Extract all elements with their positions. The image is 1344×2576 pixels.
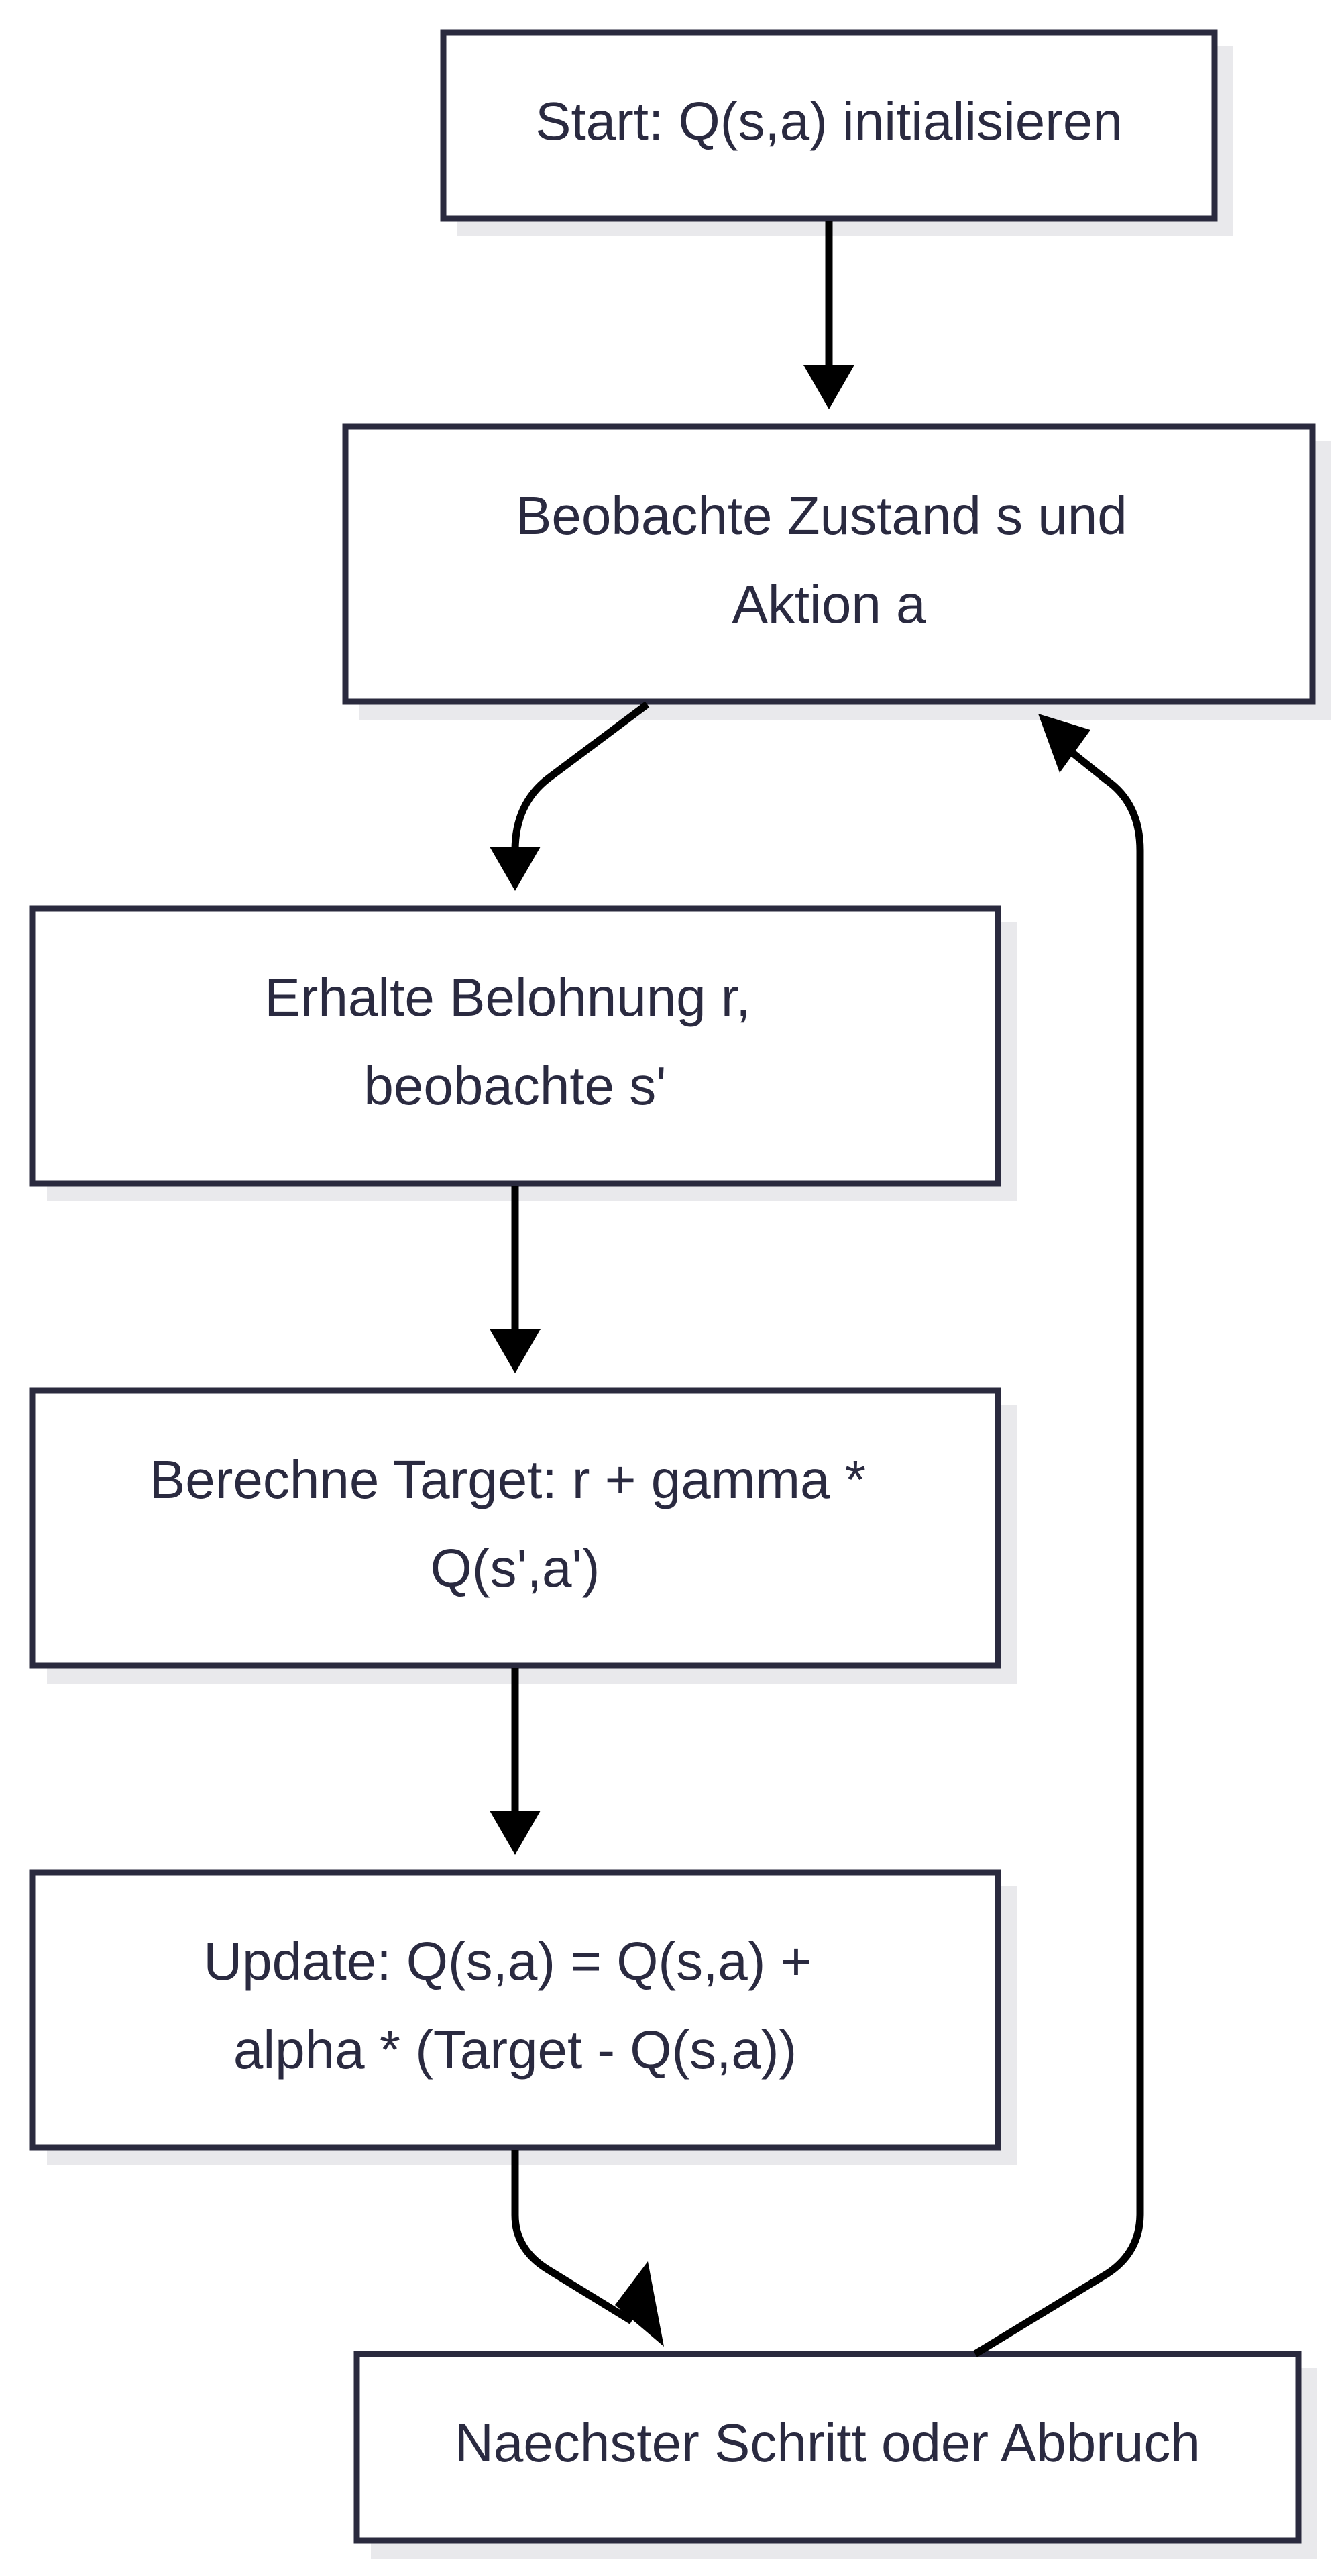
node-box [29,1387,1001,1669]
node-label-line: Berechne Target: r + gamma * [150,1450,866,1509]
edge-update-next [511,2150,664,2347]
edge-line [511,701,650,860]
arrowhead [803,365,854,409]
node-target: Berechne Target: r + gamma * Q(s',a') [29,1387,1017,1684]
edge-start-observe [803,221,854,409]
node-label: Naechster Schritt oder Abbruch [455,2413,1200,2473]
node-label-line: Start: Q(s,a) initialisieren [535,91,1123,151]
node-label-line: Aktion a [732,574,926,634]
node-label-line: Beobachte Zustand s und [516,486,1127,545]
node-next: Naechster Schritt oder Abbruch [353,2351,1317,2559]
edge-observe-reward [490,701,650,891]
edge-line [511,2150,634,2324]
node-box [440,29,1218,222]
node-observe: Beobachte Zustand s und Aktion a [342,423,1331,720]
node-label: Berechne Target: r + gamma * Q(s',a') [150,1450,881,1598]
node-label-line: Naechster Schritt oder Abbruch [455,2413,1200,2473]
node-label-line: Erhalte Belohnung r, [264,967,750,1027]
node-box [29,905,1001,1187]
edge-line [973,745,1144,2357]
edge-next-observe [973,714,1144,2357]
edge-target-update [490,1668,541,1855]
node-label: Erhalte Belohnung r, beobachte s' [264,967,765,1116]
arrowhead [1038,714,1090,773]
node-start: Start: Q(s,a) initialisieren [440,29,1233,236]
node-label-line: beobachte s' [363,1056,666,1116]
node-label: Update: Q(s,a) = Q(s,a) + alpha * (Targe… [203,1931,826,2080]
node-label: Start: Q(s,a) initialisieren [535,91,1123,151]
arrowhead [490,847,541,891]
node-reward: Erhalte Belohnung r, beobachte s' [29,905,1017,1201]
arrowhead [490,1329,541,1373]
node-label-line: alpha * (Target - Q(s,a)) [233,2020,797,2080]
edge-reward-target [490,1186,541,1373]
node-label-line: Update: Q(s,a) = Q(s,a) + [203,1931,811,1991]
node-update: Update: Q(s,a) = Q(s,a) + alpha * (Targe… [29,1869,1017,2165]
arrowhead [615,2261,664,2347]
node-box [29,1869,1001,2151]
node-label: Beobachte Zustand s und Aktion a [516,486,1142,634]
arrowhead [490,1811,541,1855]
node-box [353,2351,1302,2544]
node-box [342,423,1316,705]
node-label-line: Q(s',a') [431,1538,600,1598]
